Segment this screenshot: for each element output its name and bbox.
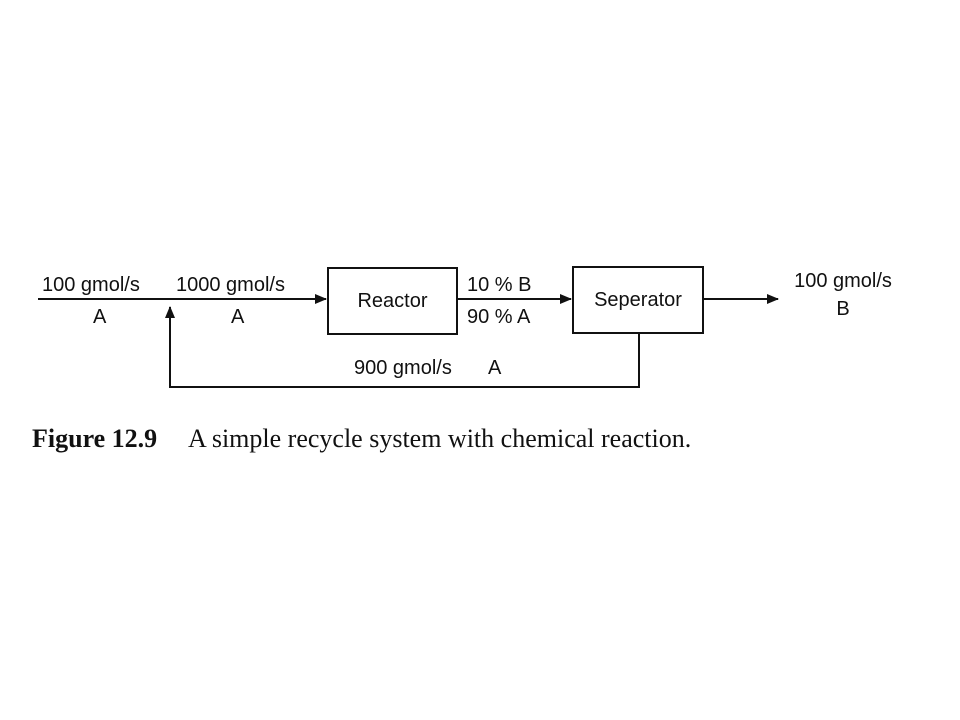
reactor-inlet-flow-label: 1000 gmol/s	[176, 274, 285, 296]
feed-component-label: A	[93, 306, 107, 328]
product-flow-label: 100 gmol/s	[794, 270, 892, 292]
separator-label: Seperator	[594, 289, 682, 311]
recycle-flow-label: 900 gmol/s	[354, 357, 452, 379]
caption-text: A simple recycle system with chemical re…	[188, 424, 692, 453]
recycle-component-label: A	[488, 357, 502, 379]
outlet-composition-a-label: 90 % A	[467, 306, 531, 328]
recycle-stream-line	[165, 306, 640, 388]
reactor-box	[327, 267, 458, 335]
feed-flow-label: 100 gmol/s	[42, 274, 140, 296]
product-component-label: B	[836, 298, 850, 320]
figure-number: Figure 12.9	[32, 424, 158, 453]
reactor-label: Reactor	[357, 290, 428, 312]
figure-caption: Figure 12.9 A simple recycle system with …	[32, 424, 691, 454]
outlet-composition-b-label: 10 % B	[467, 274, 532, 296]
reactor-inlet-component-label: A	[231, 306, 245, 328]
